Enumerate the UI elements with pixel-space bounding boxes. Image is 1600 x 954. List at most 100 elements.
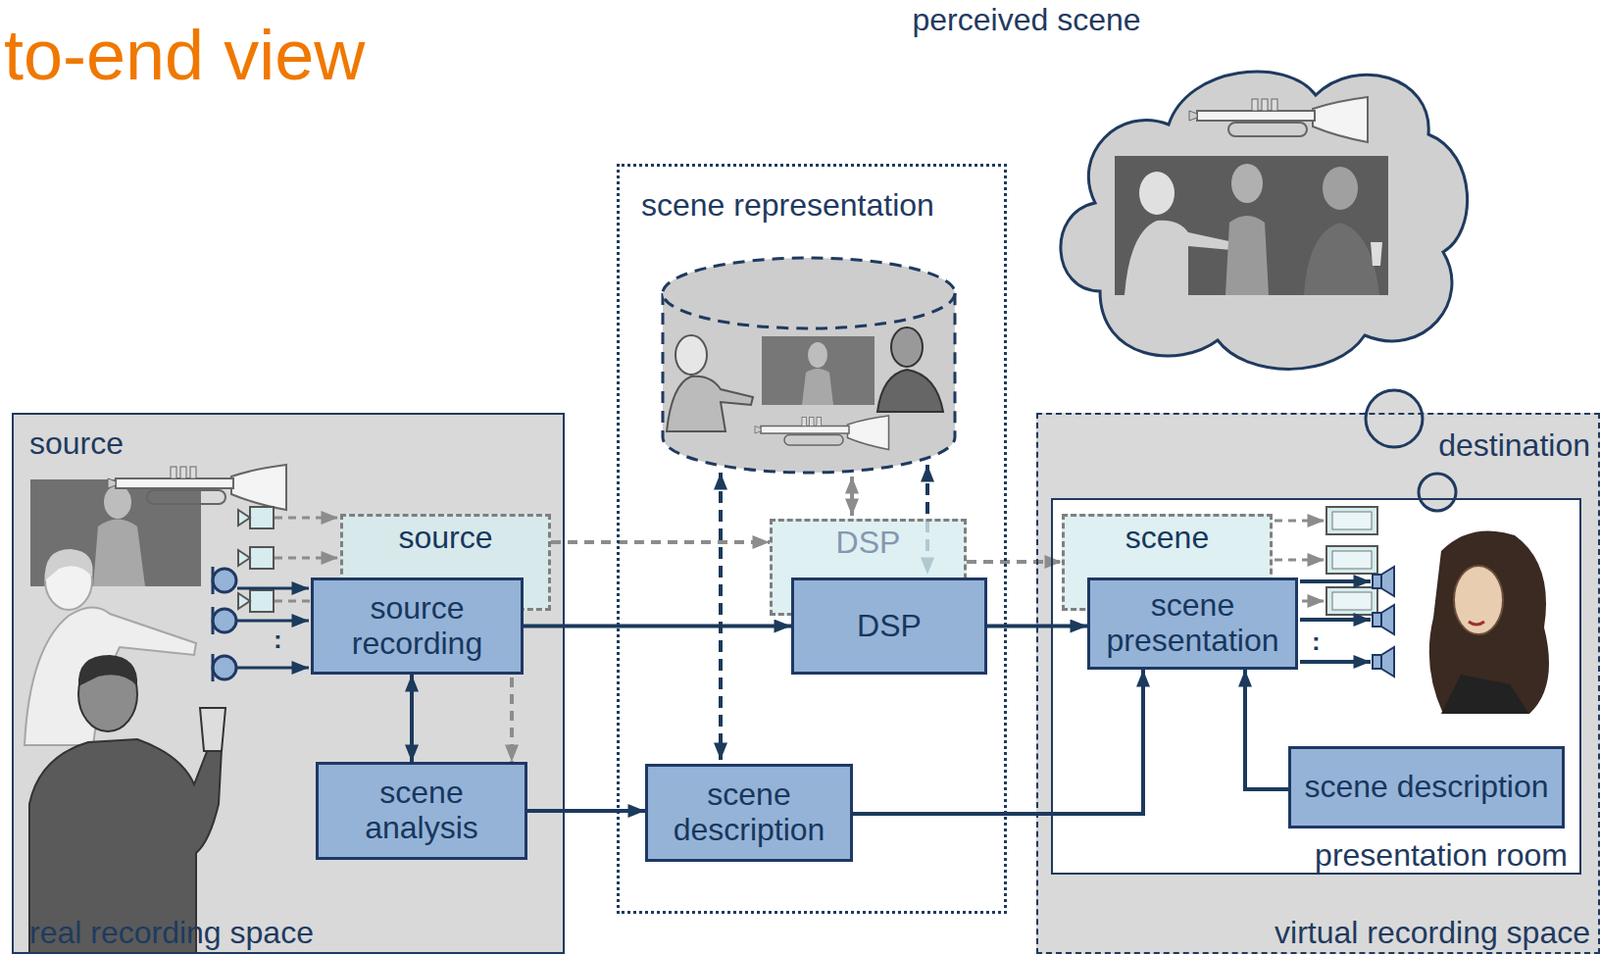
camera-icon bbox=[238, 506, 274, 612]
trumpet-icon bbox=[760, 426, 850, 435]
database-link bbox=[850, 476, 854, 516]
dashed-connector bbox=[550, 540, 770, 545]
listener-figure bbox=[1453, 565, 1503, 635]
woman-sketch bbox=[24, 606, 197, 746]
process-box: scene analysis bbox=[315, 761, 528, 860]
trumpet-icon bbox=[115, 478, 234, 489]
monitor-icon bbox=[1326, 506, 1378, 535]
panel-fill bbox=[1050, 498, 1582, 875]
trumpet-icon bbox=[190, 466, 197, 479]
process-box: DSP bbox=[791, 577, 988, 675]
node-text: DSP bbox=[856, 608, 922, 645]
region-label: virtual recording space bbox=[1274, 915, 1591, 950]
output-wire bbox=[1274, 558, 1325, 562]
database-cylinder bbox=[877, 369, 944, 412]
man-figure bbox=[29, 654, 226, 954]
signal-arrow bbox=[409, 674, 414, 762]
thought-cloud: perceived scene bbox=[1041, 46, 1481, 378]
database-cylinder bbox=[666, 376, 753, 432]
speaker-icon bbox=[1381, 647, 1395, 677]
listener-figure bbox=[1429, 531, 1550, 714]
microphone bbox=[212, 568, 237, 593]
trumpet-icon bbox=[231, 464, 287, 510]
signal-arrow bbox=[1245, 669, 1289, 790]
speaker-icon bbox=[1372, 654, 1382, 669]
signal-arrow bbox=[527, 808, 646, 813]
camera-icon bbox=[250, 590, 274, 612]
input-wire bbox=[237, 587, 309, 591]
woman-sketch bbox=[24, 549, 197, 746]
database-cylinder bbox=[891, 327, 923, 367]
man-figure bbox=[78, 654, 138, 687]
trumpet-icon bbox=[147, 490, 226, 504]
microphone bbox=[212, 608, 237, 633]
region-label: source bbox=[29, 426, 124, 461]
node-text: scene description bbox=[655, 777, 843, 849]
source-photo bbox=[103, 485, 132, 519]
region-label: scene representation bbox=[641, 188, 935, 223]
trumpet-icon bbox=[801, 417, 807, 427]
thought-bubble bbox=[1365, 390, 1423, 448]
output-wire bbox=[1300, 579, 1371, 584]
input-wire bbox=[237, 666, 309, 670]
process-box: scene presentation bbox=[1087, 577, 1299, 670]
monitor-icon bbox=[1326, 546, 1378, 574]
cloud-outline bbox=[1060, 71, 1468, 369]
trumpet-icon bbox=[754, 426, 761, 435]
recording-space-panel: sourcereal recording spacesourcesource r… bbox=[11, 412, 565, 954]
camera-icon bbox=[238, 509, 250, 526]
monitor-icon bbox=[1326, 587, 1378, 615]
region-label: presentation room bbox=[1314, 838, 1568, 873]
database-cylinder bbox=[662, 257, 955, 473]
cloud-fill bbox=[1114, 155, 1389, 296]
region-label: destination bbox=[1438, 428, 1591, 463]
trumpet-icon bbox=[754, 415, 890, 450]
cloud-outline bbox=[1041, 46, 1481, 378]
region-label: perceived scene bbox=[830, 2, 1223, 38]
monitor-icon bbox=[1332, 511, 1372, 530]
node-text: scene description bbox=[1303, 769, 1549, 805]
camera-icon bbox=[250, 547, 274, 569]
trumpet-icon bbox=[1261, 99, 1268, 111]
database-link bbox=[718, 472, 723, 760]
camera-icon bbox=[250, 506, 274, 529]
source-photo bbox=[93, 519, 146, 588]
output-wire bbox=[1300, 581, 1371, 662]
destination-panel: destination virtual recording space presen… bbox=[1036, 412, 1600, 954]
trumpet-icon bbox=[1189, 110, 1198, 121]
man-figure bbox=[200, 707, 226, 751]
cloud-fill bbox=[1231, 163, 1263, 203]
callout-label: : bbox=[1311, 628, 1321, 654]
representation-region: scene representationDSP DSP scene descript… bbox=[616, 163, 1007, 914]
output-wire bbox=[1300, 659, 1371, 664]
process-box: scene description bbox=[1288, 746, 1565, 829]
microphone bbox=[212, 566, 237, 682]
speaker-icon bbox=[1372, 574, 1382, 589]
cloud-fill bbox=[1322, 166, 1358, 210]
trumpet-icon bbox=[816, 417, 822, 427]
trumpet-icon bbox=[170, 466, 177, 479]
listener-figure bbox=[1441, 674, 1530, 714]
database-cylinder bbox=[662, 257, 955, 329]
trumpet-icon bbox=[809, 417, 815, 427]
cloud-fill bbox=[1370, 242, 1383, 266]
node-text: source recording bbox=[321, 591, 513, 662]
trumpet-icon bbox=[1197, 110, 1315, 121]
node-text: DSP bbox=[780, 525, 956, 561]
thought-bubble bbox=[1365, 390, 1482, 554]
database-cylinder bbox=[807, 342, 828, 368]
input-wire bbox=[237, 588, 309, 668]
node-text: scene bbox=[1072, 520, 1262, 556]
cloud-fill bbox=[1060, 71, 1468, 369]
source-photo bbox=[30, 479, 201, 587]
node-text: scene presentation bbox=[1098, 588, 1288, 659]
trumpet-icon bbox=[107, 464, 287, 510]
trumpet-icon bbox=[848, 415, 890, 450]
microphone bbox=[212, 655, 237, 680]
panel-fill bbox=[11, 412, 1600, 954]
panel-fill bbox=[1036, 412, 1600, 954]
trumpet-icon bbox=[784, 435, 844, 447]
speaker-icon bbox=[1381, 604, 1395, 635]
node-text: source bbox=[350, 520, 541, 556]
process-box: scene description bbox=[645, 763, 853, 862]
